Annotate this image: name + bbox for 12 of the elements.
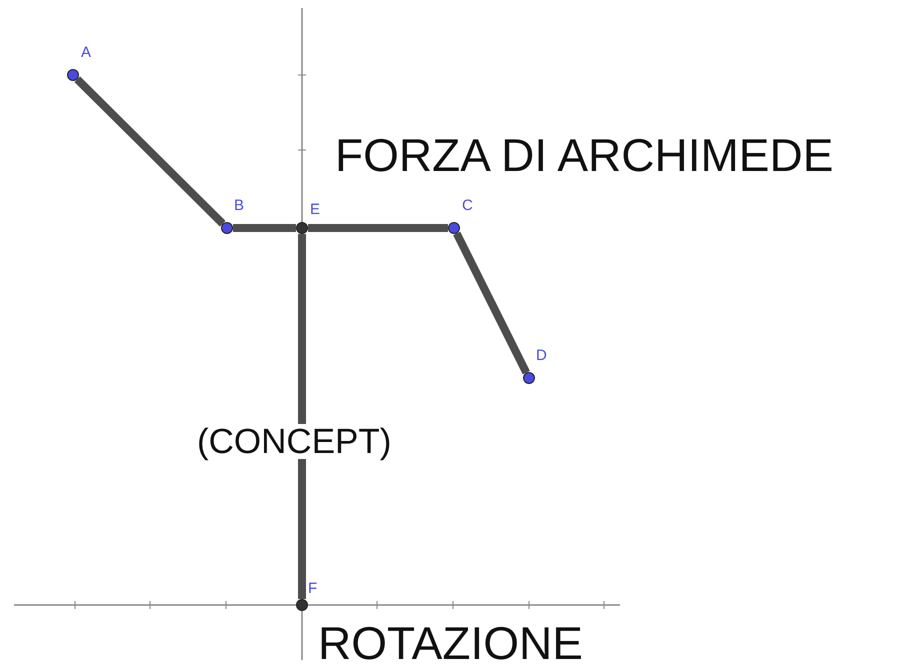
line-segment bbox=[74, 76, 226, 227]
point-label: F bbox=[308, 581, 318, 596]
text-label: (CONCEPT) bbox=[197, 424, 392, 459]
point-label: A bbox=[81, 45, 92, 60]
point-label: B bbox=[234, 198, 244, 213]
point-label: C bbox=[462, 198, 473, 213]
point-label: D bbox=[536, 348, 547, 363]
line-segment bbox=[453, 232, 530, 374]
line-segment bbox=[298, 234, 306, 599]
line-segment bbox=[308, 224, 448, 232]
line-segment bbox=[233, 224, 296, 232]
point-label: E bbox=[310, 202, 320, 217]
